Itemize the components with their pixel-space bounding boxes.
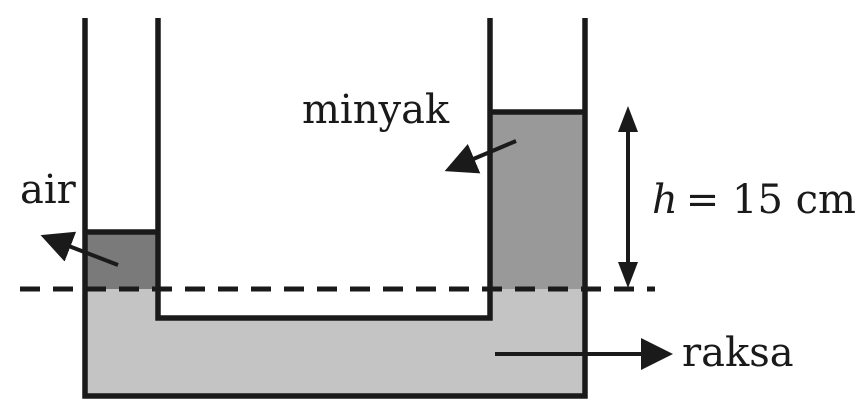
- height-double-arrow: [618, 106, 638, 288]
- water-column: [85, 232, 158, 289]
- mercury-label: raksa: [682, 330, 794, 376]
- water-pointer-arrow: [40, 231, 119, 267]
- height-variable: h: [652, 177, 678, 223]
- water-label: air: [20, 167, 77, 213]
- u-tube: [82, 18, 588, 399]
- height-value: = 15 cm: [686, 177, 856, 223]
- oil-column: [490, 112, 585, 289]
- height-label: h= 15 cm: [652, 177, 856, 223]
- mercury-fill: [85, 289, 585, 396]
- oil-pointer-arrow: [444, 139, 517, 174]
- oil-label: minyak: [302, 87, 450, 133]
